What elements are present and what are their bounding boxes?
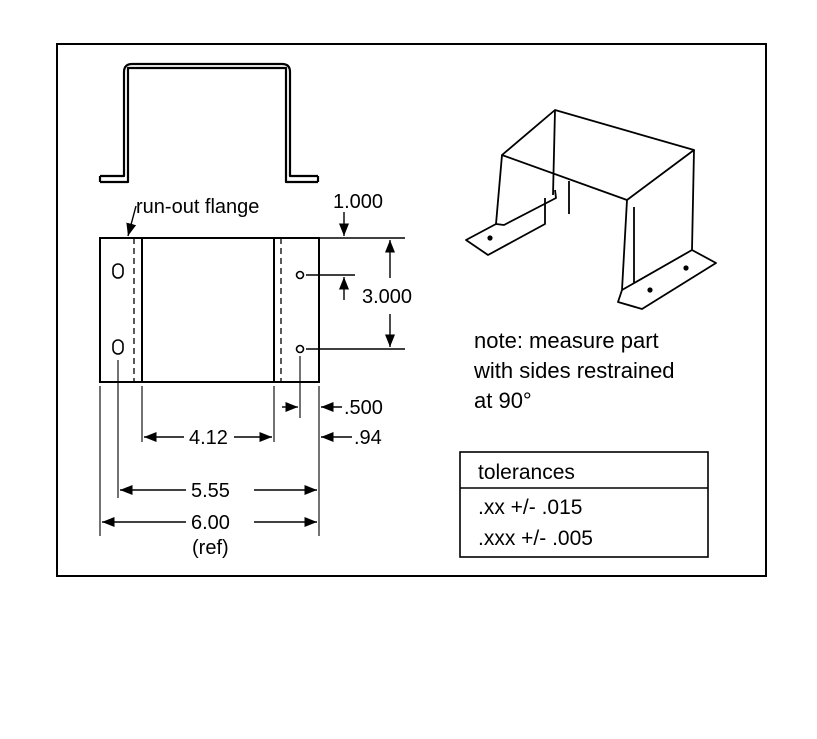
dim-overall-note: (ref) (192, 537, 229, 559)
note-line-2: with sides restrained (473, 358, 675, 383)
isometric-view (465, 109, 717, 310)
tolerance-row-xx: .xx +/- .015 (478, 496, 582, 519)
iso-hole-right-1 (647, 287, 653, 293)
hole-top (295, 270, 305, 280)
slot-top (112, 263, 124, 279)
note-line-1: note: measure part (474, 328, 659, 353)
measurement-note: note: measure part with sides restrained… (473, 328, 675, 413)
dim-flange-offset: 1.000 (319, 191, 405, 239)
isometric-holes (487, 235, 689, 293)
dim-hole-inset-label: .500 (344, 397, 383, 419)
dim-overall: 6.00 (ref) (102, 512, 317, 559)
iso-hole-left (487, 235, 493, 241)
dim-flange-offset-label: 1.000 (333, 191, 383, 213)
dim-hole-to-hole: 5.55 (120, 480, 317, 502)
extension-lines (99, 356, 320, 536)
side-profile-view (98, 62, 320, 184)
dim-hole-to-hole-label: 5.55 (191, 480, 230, 502)
slot-bottom (112, 339, 124, 355)
iso-hole-right-2 (683, 265, 689, 271)
dim-flange-width-label: .94 (354, 427, 382, 449)
dim-overall-label: 6.00 (191, 512, 230, 534)
dim-inner-width: 4.12 (144, 427, 272, 449)
tolerance-row-xxx: .xxx +/- .005 (478, 527, 593, 550)
hole-bottom (295, 344, 305, 354)
note-line-3: at 90° (474, 388, 532, 413)
tolerances-table: tolerances .xx +/- .015 .xxx +/- .005 (459, 451, 709, 558)
plan-view (99, 237, 320, 383)
dim-flange-width: .94 (321, 427, 382, 449)
flange-callout: run-out flange (126, 196, 259, 237)
flange-callout-label: run-out flange (136, 196, 259, 218)
dim-hole-spacing: 3.000 (306, 240, 412, 350)
tolerances-title: tolerances (478, 461, 575, 484)
dim-inner-width-label: 4.12 (189, 427, 228, 449)
dim-hole-inset: .500 (282, 397, 383, 419)
drawing-frame (56, 43, 767, 577)
dim-hole-spacing-label: 3.000 (362, 286, 412, 308)
